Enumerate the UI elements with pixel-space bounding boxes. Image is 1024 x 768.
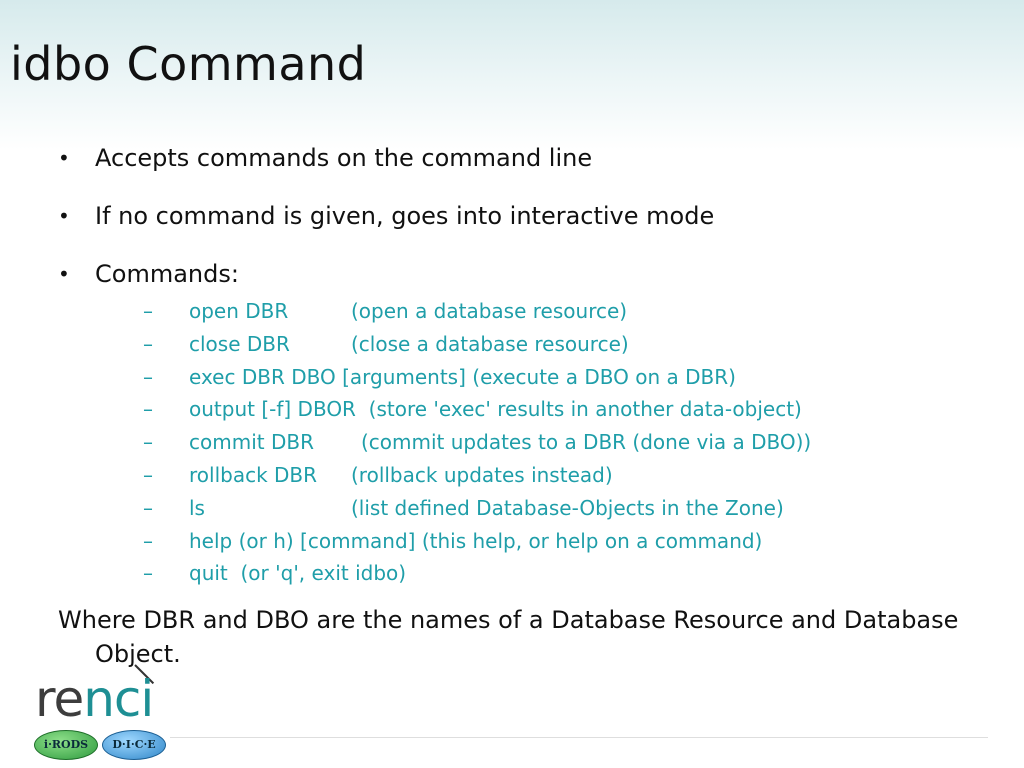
wordmark-part-re: re bbox=[35, 670, 84, 728]
dash-marker: – bbox=[143, 495, 153, 520]
command-description: (open a database resource) bbox=[351, 299, 628, 323]
header-background bbox=[0, 0, 1024, 150]
command-name: help (or h) [command] bbox=[189, 528, 416, 553]
dash-marker: – bbox=[143, 299, 153, 323]
bullet-text: Accepts commands on the command line bbox=[95, 144, 593, 172]
command-name: commit DBR bbox=[189, 430, 314, 455]
command-item-close: – close DBR (close a database resource) bbox=[109, 328, 998, 361]
bullet-item: • If no command is given, goes into inte… bbox=[58, 200, 998, 233]
command-description: (close a database resource) bbox=[351, 331, 629, 356]
bullet-marker: • bbox=[58, 262, 70, 286]
command-name: close DBR bbox=[189, 331, 290, 356]
slide-title: idbo Command bbox=[10, 37, 367, 91]
bullet-marker: • bbox=[58, 146, 70, 170]
command-item-output: – output [-f] DBOR (store 'exec' results … bbox=[109, 393, 998, 426]
command-name: quit bbox=[189, 561, 228, 586]
command-description: (rollback updates instead) bbox=[351, 462, 613, 487]
bullet-item: • Commands: – open DBR (open a database re… bbox=[58, 258, 998, 590]
command-name: open DBR bbox=[189, 299, 289, 323]
dash-marker: – bbox=[143, 397, 153, 422]
dash-marker: – bbox=[143, 528, 153, 553]
command-description: (store 'exec' results in another data-ob… bbox=[368, 397, 802, 422]
command-item-ls: – ls (list defined Database-Objects in the… bbox=[109, 492, 998, 525]
bullet-text: If no command is given, goes into intera… bbox=[95, 202, 715, 230]
footer-divider bbox=[170, 737, 988, 738]
command-description: (execute a DBO on a DBR) bbox=[472, 364, 736, 389]
irods-badge: i·RODS bbox=[34, 730, 98, 760]
bullet-item: • Accepts commands on the command line bbox=[58, 142, 998, 175]
command-name: output [-f] DBOR bbox=[189, 397, 356, 422]
dice-badge: D·I·C·E bbox=[102, 730, 166, 760]
command-description: (list defined Database-Objects in the Zo… bbox=[351, 495, 784, 520]
command-description: (commit updates to a DBR (done via a DBO… bbox=[361, 430, 812, 455]
bullet-text: Commands: bbox=[95, 260, 239, 288]
command-item-help: – help (or h) [command] (this help, or he… bbox=[109, 525, 998, 558]
command-item-rollback: – rollback DBR (rollback updates instead) bbox=[109, 459, 998, 492]
dash-marker: – bbox=[143, 364, 153, 389]
dash-marker: – bbox=[143, 331, 153, 356]
command-item-commit: – commit DBR (commit updates to a DBR (don… bbox=[109, 426, 998, 459]
bullet-list: • Accepts commands on the command line •… bbox=[58, 142, 998, 590]
bullet-marker: • bbox=[58, 204, 70, 228]
command-description: (or 'q', exit idbo) bbox=[240, 561, 407, 586]
dash-marker: – bbox=[143, 462, 153, 487]
dash-marker: – bbox=[143, 561, 153, 586]
command-description: (this help, or help on a command) bbox=[421, 528, 763, 553]
command-list: – open DBR (open a database resource) – clo… bbox=[95, 295, 998, 590]
renci-logo: renci i·RODS D·I·C·E bbox=[30, 660, 180, 765]
footer-note: Where DBR and DBO are the names of a Dat… bbox=[58, 606, 959, 668]
command-name: ls bbox=[189, 495, 205, 520]
command-name: rollback DBR bbox=[189, 462, 318, 487]
wordmark-part-nci: nci bbox=[83, 670, 154, 728]
command-item-quit: – quit (or 'q', exit idbo) bbox=[109, 557, 998, 590]
command-item-exec: – exec DBR DBO [arguments] (execute a DBO… bbox=[109, 361, 998, 394]
command-item-open: – open DBR (open a database resource) bbox=[109, 295, 998, 328]
renci-wordmark: renci bbox=[35, 670, 154, 728]
command-name: exec DBR DBO [arguments] bbox=[189, 364, 466, 389]
dash-marker: – bbox=[143, 430, 153, 455]
